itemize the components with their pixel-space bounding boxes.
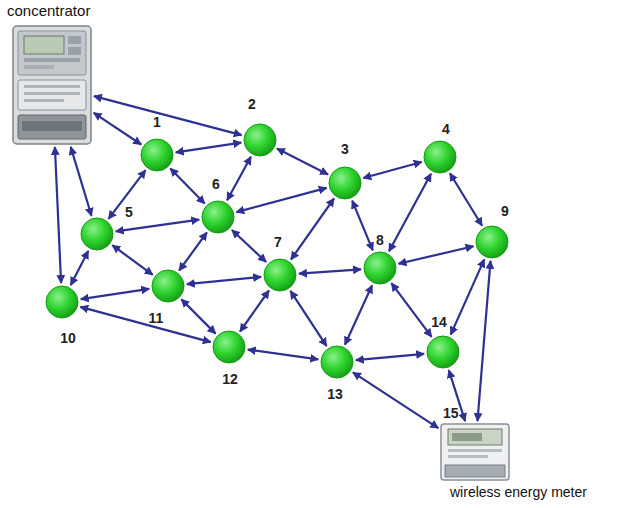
node-circle: [475, 225, 509, 259]
meter-picture: [440, 423, 510, 481]
concentrator-picture: [12, 25, 92, 145]
link-arrow: [391, 283, 431, 337]
link-arrow: [363, 162, 421, 178]
link-arrow: [80, 307, 210, 342]
link-arrow: [187, 277, 261, 284]
node-circle: [363, 251, 397, 285]
node-number: 10: [60, 331, 76, 345]
node-number: 5: [125, 205, 133, 219]
link-arrow: [478, 261, 491, 421]
mesh-node: 12: [212, 330, 246, 364]
link-arrow: [181, 299, 215, 333]
link-arrow: [345, 285, 372, 344]
mesh-node: 9: [475, 225, 509, 259]
node-circle: [243, 123, 277, 157]
mesh-node: 2: [243, 123, 277, 157]
node-number: 7: [274, 235, 282, 249]
node-number: 8: [376, 233, 384, 247]
node-number: 4: [442, 122, 450, 136]
node-circle: [320, 345, 354, 379]
node-number: 12: [222, 372, 238, 386]
node-circle: [328, 166, 362, 200]
link-arrow: [277, 149, 328, 175]
node-circle: [140, 138, 174, 172]
node-circle: [45, 285, 79, 319]
node-number: 1: [153, 115, 161, 129]
node-number: 9: [501, 204, 509, 218]
concentrator-device: concentrator: [5, 0, 115, 150]
mesh-node: 6: [201, 200, 235, 234]
link-arrow: [399, 246, 474, 263]
mesh-node: 7: [263, 258, 297, 292]
link-arrow: [55, 147, 61, 283]
link-arrow: [389, 174, 431, 252]
link-arrow: [71, 147, 92, 216]
mesh-node: 1: [140, 138, 174, 172]
node-number: 13: [327, 387, 343, 401]
node-circle: [426, 335, 460, 369]
link-arrow: [227, 157, 251, 201]
link-arrow: [94, 113, 142, 145]
link-arrow: [109, 170, 146, 219]
link-arrow: [352, 201, 373, 251]
node-circle: [80, 217, 114, 251]
link-arrow: [291, 199, 334, 260]
link-arrow: [116, 220, 199, 232]
node-number: 15: [443, 406, 459, 420]
link-arrow: [236, 188, 326, 212]
node-number: 11: [149, 311, 164, 325]
link-arrow: [240, 291, 269, 332]
link-arrow: [450, 173, 482, 226]
link-arrow: [94, 96, 242, 135]
mesh-node: 4: [423, 140, 457, 174]
node-number: 2: [248, 97, 256, 111]
link-arrow: [232, 230, 266, 262]
node-circle: [423, 140, 457, 174]
node-circle: [212, 330, 246, 364]
node-number: 3: [341, 142, 349, 156]
link-arrow: [353, 372, 438, 428]
link-arrow: [170, 169, 204, 204]
mesh-node: 14: [426, 335, 460, 369]
link-arrow: [179, 232, 207, 270]
link-arrow: [112, 245, 152, 275]
node-number: 6: [212, 177, 220, 191]
mesh-node: 5: [80, 217, 114, 251]
device-label: wireless energy meter: [450, 485, 587, 500]
link-arrow: [71, 251, 89, 285]
link-arrow: [356, 354, 424, 360]
mesh-node: 13: [320, 345, 354, 379]
mesh-node: 11: [151, 269, 185, 303]
device-label: concentrator: [7, 3, 90, 20]
node-circle: [201, 200, 235, 234]
link-arrow: [290, 291, 326, 346]
node-circle: [151, 269, 185, 303]
link-arrow: [248, 350, 318, 360]
node-number: 14: [431, 315, 447, 329]
link-arrow: [451, 259, 485, 334]
link-arrow: [81, 289, 149, 299]
link-arrow: [299, 269, 361, 273]
mesh-node: 3: [328, 166, 362, 200]
node-circle: [263, 258, 297, 292]
mesh-node: 8: [363, 251, 397, 285]
mesh-node: 10: [45, 285, 79, 319]
link-arrow: [176, 143, 241, 153]
energy-meter: 15 wireless energy meter: [440, 404, 620, 502]
